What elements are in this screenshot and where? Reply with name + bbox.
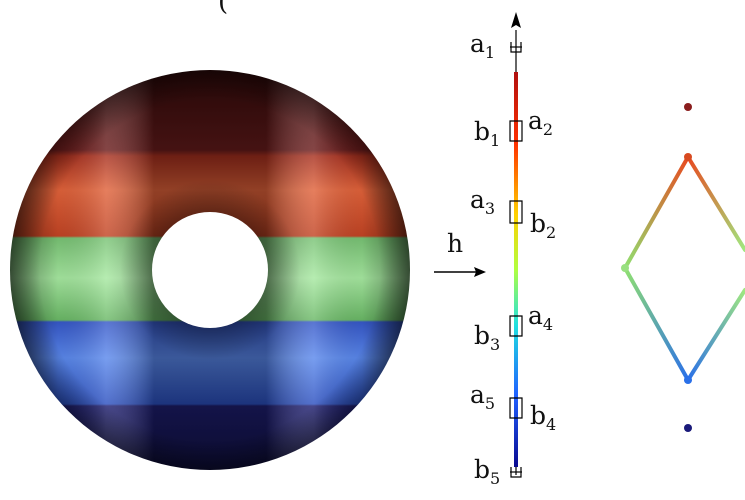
reeb-node-split bbox=[684, 153, 692, 161]
label-a4: a4 bbox=[528, 301, 553, 334]
label-a5: a5 bbox=[470, 380, 495, 413]
label-b4: b4 bbox=[530, 401, 556, 434]
arrow-label-h: h bbox=[447, 229, 463, 258]
axis-labels: a1 a2 b1 a3 b2 a4 b3 a5 b4 b5 bbox=[470, 29, 556, 488]
label-b3: b3 bbox=[474, 321, 500, 354]
torus-surface bbox=[10, 70, 410, 470]
reeb-edge-upper-left bbox=[623, 155, 690, 270]
label-a2: a2 bbox=[528, 106, 553, 139]
bracket-b5 bbox=[510, 467, 522, 478]
reeb-edge-lower-right bbox=[686, 288, 745, 382]
bracket-a1 bbox=[510, 42, 522, 53]
reeb-node-left bbox=[621, 264, 629, 272]
reeb-graph bbox=[621, 103, 745, 432]
bracket-a4-b3 bbox=[509, 315, 523, 337]
mapping-arrow bbox=[434, 267, 486, 277]
bracket-a5-b4 bbox=[509, 397, 523, 419]
label-a3: a3 bbox=[470, 185, 495, 218]
label-b2: b2 bbox=[530, 209, 556, 242]
reeb-node-merge bbox=[684, 376, 692, 384]
reeb-edge-upper-right bbox=[686, 155, 745, 252]
reeb-node-max bbox=[684, 103, 692, 111]
label-a1: a1 bbox=[470, 29, 495, 62]
bracket-a3-b2 bbox=[509, 200, 523, 224]
level-brackets bbox=[509, 42, 523, 478]
panel-label-partial: ( bbox=[218, 0, 228, 17]
bracket-a2-b1 bbox=[509, 120, 523, 142]
reeb-edge-lower-left bbox=[623, 266, 690, 382]
label-b5: b5 bbox=[474, 455, 500, 488]
reeb-node-min bbox=[684, 424, 692, 432]
scalar-axis bbox=[511, 12, 521, 475]
label-b1: b1 bbox=[474, 117, 500, 150]
